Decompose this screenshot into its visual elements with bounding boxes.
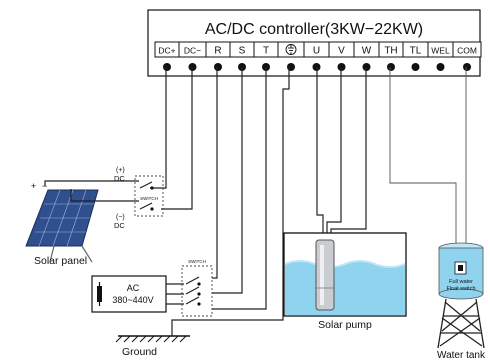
terminal-label-r: R	[214, 46, 221, 57]
terminal-label-tl: TL	[410, 46, 422, 57]
terminal-label-com: COM	[457, 46, 477, 56]
svg-text:AC: AC	[127, 283, 140, 293]
wire-panel-positive	[44, 180, 139, 186]
svg-text:DC: DC	[114, 174, 125, 183]
wire-r	[212, 67, 218, 279]
solar-pump: Solar pump	[283, 232, 407, 331]
wire-s	[212, 67, 243, 294]
solar-panel-label: Solar panel	[34, 255, 87, 267]
svg-text:380~440V: 380~440V	[112, 295, 153, 305]
terminal-label-dc-minus: DC−	[184, 46, 201, 56]
pump-body	[315, 239, 335, 311]
wire-dc-plus	[150, 67, 167, 189]
tank-tower	[437, 298, 485, 349]
controller-title: AC/DC controller(3KW−22KW)	[205, 21, 423, 38]
terminal-com	[452, 41, 482, 58]
earth-icon	[285, 44, 297, 55]
solar-pump-label: Solar pump	[318, 319, 372, 331]
svg-text:Full water: Full water	[449, 279, 473, 285]
terminal-label-t: T	[263, 46, 269, 57]
terminal-label-s: S	[239, 46, 246, 57]
wire-th	[389, 67, 457, 249]
well-water	[285, 261, 405, 315]
wire-u	[316, 67, 324, 258]
wire-t	[212, 67, 267, 310]
terminal-label-v: V	[338, 46, 345, 57]
water-tank-label: Water tank	[437, 350, 486, 361]
controller: AC/DC controller(3KW−22KW) DC+ DC− R S T U V W T…	[147, 9, 482, 77]
terminal-screw-th	[387, 63, 395, 71]
svg-text:(−): (−)	[116, 214, 125, 221]
terminal-label-th: TH	[384, 46, 397, 57]
terminal-screw-com	[463, 63, 471, 71]
ac-box	[91, 275, 167, 313]
ground-symbol: Ground	[115, 335, 190, 358]
wire-ground	[171, 67, 290, 336]
ac-switch-box	[181, 265, 213, 317]
ground-label: Ground	[122, 346, 157, 358]
terminal-screw-wel	[436, 63, 445, 71]
dc-switch-box	[134, 175, 164, 217]
dc-switch-label: SWITCH	[140, 196, 158, 201]
wire-dc-minus	[161, 67, 193, 210]
terminal-screw-r	[214, 63, 222, 71]
terminal-label-wel: WEL	[431, 46, 450, 56]
wire-w	[330, 67, 367, 258]
svg-text:DC: DC	[114, 221, 125, 230]
ac-switch-label: SWITCH	[188, 259, 206, 264]
solar-panel: + − Solar panel	[25, 180, 139, 267]
ac-source: AC 380~440V	[91, 275, 184, 313]
wire-panel-negative	[70, 189, 139, 202]
terminal-screw-ground	[287, 63, 295, 71]
svg-text:Float switch: Float switch	[446, 286, 475, 292]
terminal-screw-dc-plus	[163, 63, 171, 71]
svg-text:+: +	[31, 181, 36, 191]
terminal-label-dc-plus: DC+	[158, 46, 175, 56]
water-tank: Full water Float switch Water tank	[437, 242, 486, 361]
dc-switch: SWITCH (+) DC (−) DC	[114, 167, 164, 230]
svg-text:(+): (+)	[116, 167, 125, 174]
terminal-label-u: U	[313, 46, 320, 57]
terminal-label-w: W	[362, 46, 372, 57]
terminal-screw-tl	[411, 63, 420, 71]
ac-switch: SWITCH	[181, 259, 213, 317]
